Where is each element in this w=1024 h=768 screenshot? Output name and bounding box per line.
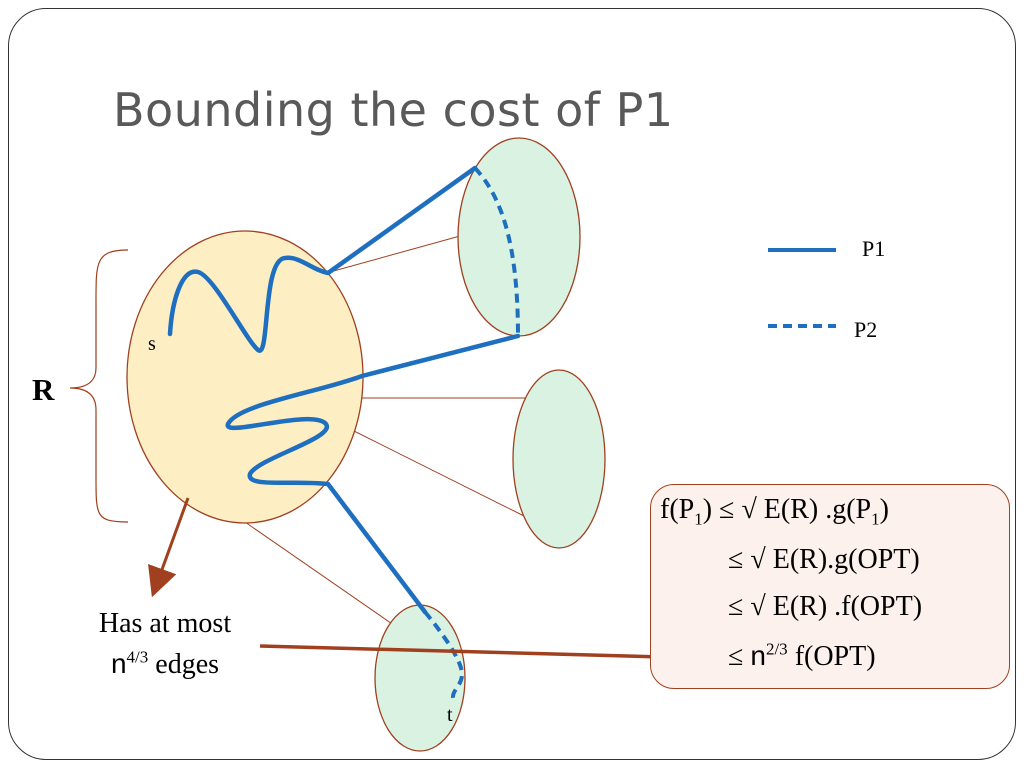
label-t: t	[447, 704, 453, 726]
path-p2-bottom	[423, 610, 465, 699]
legend-p1-label: P1	[862, 236, 886, 261]
label-R: R	[32, 372, 55, 407]
note-line2: n4/3 edges	[70, 644, 260, 685]
formula-line-3: ≤ √ E(R) .f(OPT)	[728, 591, 923, 622]
formula-line-4: ≤ n2/3 f(OPT)	[728, 640, 876, 673]
arrow-to-note	[148, 497, 190, 598]
legend-p2-label: P2	[854, 317, 878, 342]
cone-line	[329, 235, 461, 273]
note-n: n	[110, 648, 127, 679]
arrow-to-formula	[259, 639, 714, 675]
formula-box	[650, 484, 1010, 689]
formula-lhs-close: ) ≤	[702, 494, 742, 525]
formula-rhs-close: )	[879, 494, 889, 525]
formula-exponent: 2/3	[765, 639, 788, 659]
formula-rhs: √ E(R) .g(P	[741, 494, 872, 525]
formula-n: n	[750, 640, 766, 671]
cone-line	[347, 427, 529, 519]
formula-lhs-sub: 1	[694, 509, 703, 529]
slide-title: Bounding the cost of P1	[113, 83, 674, 137]
note-suffix: edges	[148, 649, 220, 680]
formula-rhs-sub: 1	[871, 509, 880, 529]
path-p2-top	[473, 166, 520, 337]
formula-line-1: f(P1) ≤ √ E(R) .g(P1)	[660, 494, 889, 529]
note-line1: Has at most	[98, 608, 232, 639]
formula-line-2: ≤ √ E(R).g(OPT)	[728, 544, 920, 575]
path-p1	[167, 165, 521, 615]
formula-leq: ≤	[728, 641, 751, 672]
cluster-middle	[512, 369, 606, 549]
note-exponent: 4/3	[126, 647, 149, 667]
formula-lhs: f(P	[660, 494, 695, 525]
brace-R	[69, 249, 129, 523]
edge-count-note: Has at most n4/3 edges	[70, 604, 260, 685]
cone-lines	[244, 235, 529, 629]
formula-tail: f(OPT)	[787, 641, 876, 672]
cone-line	[244, 521, 399, 629]
cluster-bottom	[374, 604, 466, 752]
label-s: s	[148, 333, 156, 355]
